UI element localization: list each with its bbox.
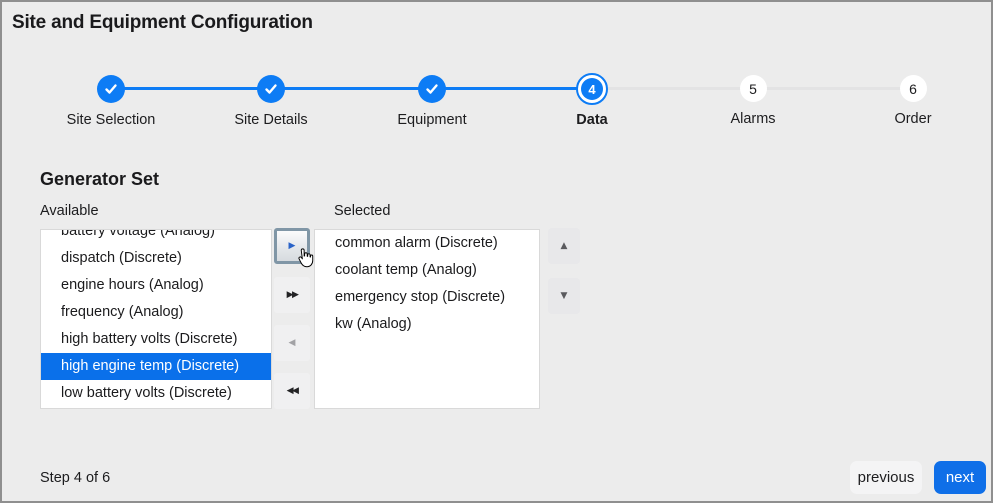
step-label: Site Details <box>234 112 308 128</box>
list-item[interactable]: common alarm (Discrete) <box>335 235 498 251</box>
step-label: Order <box>894 111 932 127</box>
move-all-right-button[interactable]: ▶▶ <box>274 277 310 313</box>
stepper-step-site-details[interactable]: Site Details <box>201 75 341 128</box>
available-listbox[interactable]: battery voltage (Analog) dispatch (Discr… <box>40 229 272 409</box>
arrow-up-icon: ▲ <box>560 241 568 251</box>
available-list-label: Available <box>40 203 99 219</box>
check-icon <box>105 84 117 94</box>
list-item[interactable]: frequency (Analog) <box>61 304 184 320</box>
arrow-down-icon: ▼ <box>560 291 568 301</box>
section-heading: Generator Set <box>40 169 160 189</box>
move-left-button[interactable]: ◀ <box>274 325 310 361</box>
stepper-connector-completed <box>111 87 592 90</box>
list-item[interactable]: low battery volts (Discrete) <box>61 385 232 401</box>
step-number: 5 <box>749 80 757 97</box>
list-item[interactable]: emergency stop (Discrete) <box>335 289 506 305</box>
arrow-right-icon: ▶ <box>288 241 296 251</box>
check-icon <box>265 84 277 94</box>
step-label: Equipment <box>397 112 467 128</box>
step-label: Alarms <box>730 111 776 127</box>
next-button[interactable]: next <box>934 461 986 494</box>
move-all-left-button[interactable]: ◀◀ <box>274 373 310 409</box>
step-label: Site Selection <box>66 112 156 128</box>
list-item[interactable]: high battery volts (Discrete) <box>61 331 238 347</box>
previous-button[interactable]: previous <box>850 461 922 494</box>
step-completed-circle <box>418 75 446 103</box>
step-upcoming-circle: 5 <box>739 75 767 102</box>
list-item-highlighted[interactable]: high engine temp (Discrete) <box>41 353 271 380</box>
step-completed-circle <box>257 75 285 103</box>
list-item[interactable]: battery voltage (Analog) <box>61 229 215 239</box>
list-item[interactable]: kw (Analog) <box>335 316 412 332</box>
step-active-circle: 4 <box>576 73 608 105</box>
list-item[interactable]: coolant temp (Analog) <box>335 262 477 278</box>
list-item[interactable]: dispatch (Discrete) <box>61 250 182 266</box>
step-upcoming-circle: 6 <box>899 75 927 102</box>
page-title: Site and Equipment Configuration <box>12 12 313 33</box>
stepper-step-site-selection[interactable]: Site Selection <box>41 75 181 128</box>
double-arrow-right-icon: ▶▶ <box>286 290 299 300</box>
check-icon <box>426 84 438 94</box>
list-item[interactable]: engine hours (Analog) <box>61 277 204 293</box>
step-number: 6 <box>909 80 917 97</box>
stepper-step-equipment[interactable]: Equipment <box>362 75 502 128</box>
move-up-button[interactable]: ▲ <box>548 228 580 264</box>
selected-listbox[interactable]: common alarm (Discrete) coolant temp (An… <box>314 229 540 409</box>
double-arrow-left-icon: ◀◀ <box>286 386 299 396</box>
step-label: Data <box>576 112 608 128</box>
move-down-button[interactable]: ▼ <box>548 278 580 314</box>
stepper-step-order[interactable]: 6 Order <box>843 75 983 127</box>
available-list-items: battery voltage (Analog) dispatch (Discr… <box>41 229 271 407</box>
arrow-left-icon: ◀ <box>288 338 296 348</box>
move-right-button[interactable]: ▶ <box>274 228 310 264</box>
stepper-step-data-active[interactable]: 4 Data <box>522 73 662 128</box>
step-completed-circle <box>97 75 125 103</box>
step-number: 4 <box>581 78 603 100</box>
selected-list-items: common alarm (Discrete) coolant temp (An… <box>315 230 539 338</box>
selected-list-label: Selected <box>334 203 391 219</box>
stepper-step-alarms[interactable]: 5 Alarms <box>683 75 823 127</box>
step-progress-text: Step 4 of 6 <box>40 470 111 486</box>
